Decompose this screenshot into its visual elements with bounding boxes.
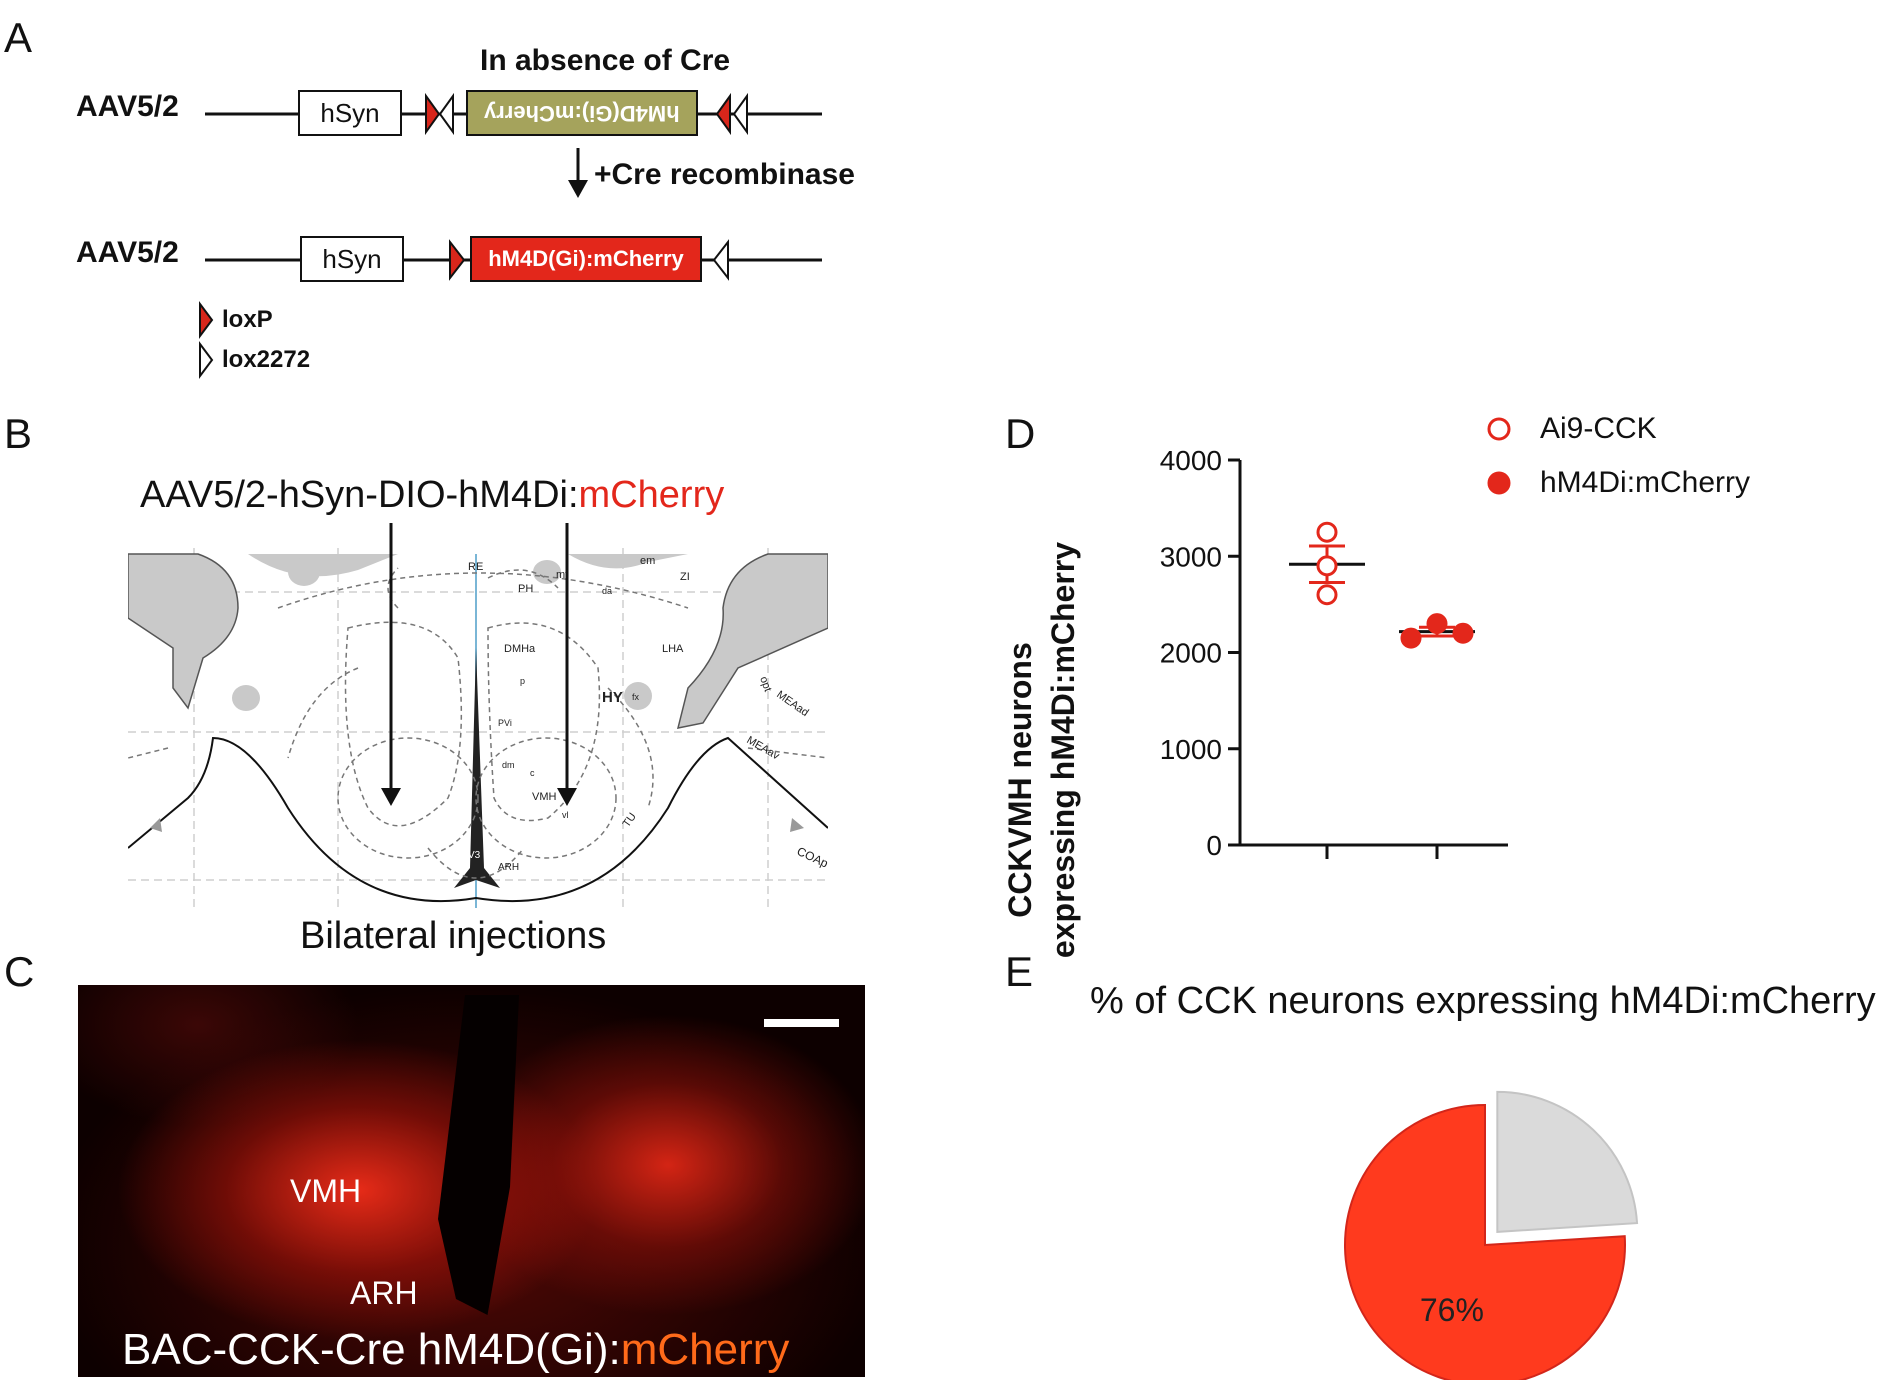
injection-arrows (381, 523, 577, 806)
legend-lox2272-label: lox2272 (222, 346, 311, 373)
atlas-label-dm: dm (502, 760, 515, 770)
data-point (1426, 613, 1448, 635)
legend-item-ai9-cck: Ai9-CCK (1486, 412, 1657, 446)
microscopy-image: VMH ARH BAC-CCK-Cre hM4D(Gi):mCherry (78, 985, 865, 1377)
pie-slice-main (1344, 1103, 1626, 1380)
construct-suffix: mCherry (578, 474, 725, 516)
atlas-label-re: RE (468, 561, 483, 573)
data-point (1316, 584, 1338, 606)
y-tick-label: 2000 (1160, 638, 1222, 669)
promoter-box-bottom: hSyn (300, 236, 404, 282)
construct-prefix: AAV5/2-hSyn-DIO-hM4Di: (140, 474, 579, 516)
legend-label: Ai9-CCK (1540, 412, 1657, 445)
lox2272-icon (712, 239, 729, 281)
atlas-label-vmh: VMH (532, 791, 557, 803)
construct-name: AAV5/2-hSyn-DIO-hM4Di:mCherry (140, 474, 724, 517)
lox2272-legend-icon (199, 341, 214, 379)
region-label-arh: ARH (350, 1275, 418, 1311)
pie-slice-exploded (1496, 1090, 1639, 1233)
scatter-chart: 0 1000 2000 3000 4000 (1160, 445, 1508, 861)
vector-label-top: AAV5/2 (76, 90, 179, 123)
chart-e-title: % of CCK neurons expressing hM4Di:mCherr… (1090, 980, 1876, 1022)
data-point (1452, 622, 1474, 644)
data-point (1400, 627, 1422, 649)
panel-a-title: In absence of Cre (480, 44, 731, 77)
arrow-down-icon (568, 180, 588, 198)
panel-letter-a: A (4, 14, 33, 61)
atlas-label-em: em (640, 555, 655, 567)
image-caption-suffix: mCherry (620, 1325, 790, 1374)
loxp-icon (715, 92, 731, 136)
brain-atlas-diagram: RE em ZI PH mt da DMHa LHA p HY fx opt M… (128, 548, 828, 908)
data-point (1316, 521, 1338, 543)
loxp-legend-icon (199, 301, 214, 339)
data-point (1316, 555, 1338, 577)
atlas-label-da: da (602, 586, 612, 596)
atlas-label-dmha: DMHa (504, 643, 536, 655)
chart-d-ylabel-2: expressing hM4Di:mCherry (1043, 542, 1083, 958)
chart-d-ylabel: CCKVMH neurons (1000, 642, 1040, 918)
inverted-gene-box: hM4D(Gi):mCherry (466, 90, 698, 136)
panel-b-caption: Bilateral injections (300, 915, 607, 957)
atlas-label-lha: LHA (662, 643, 684, 655)
atlas-label-arh: ARH (498, 862, 519, 873)
panel-letter-b: B (4, 410, 33, 457)
atlas-label-mt: mt (556, 569, 568, 581)
atlas-label-hy: HY (602, 689, 623, 706)
image-caption-prefix: BAC-CCK-Cre hM4D(Gi): (122, 1325, 621, 1374)
image-caption: BAC-CCK-Cre hM4D(Gi):mCherry (122, 1325, 789, 1375)
atlas-label-c: c (530, 768, 535, 778)
loxp-icon (449, 239, 466, 281)
atlas-label-v3: V3 (468, 850, 481, 861)
atlas-label-vl: vl (562, 810, 569, 820)
region-label-vmh: VMH (290, 1173, 362, 1209)
y-tick-label: 4000 (1160, 445, 1222, 476)
lox2272-icon (438, 92, 454, 136)
legend-label: hM4Di:mCherry (1540, 466, 1751, 499)
loxp-icon (425, 92, 441, 136)
promoter-box-top: hSyn (298, 90, 402, 136)
open-circle-icon (1487, 417, 1511, 441)
pie-chart: 76% (1344, 1090, 1639, 1380)
gene-box: hM4D(Gi):mCherry (470, 236, 702, 282)
atlas-label-fx: fx (632, 692, 640, 702)
recombinase-label: +Cre recombinase (594, 158, 855, 191)
atlas-label-zi: ZI (680, 571, 690, 583)
y-tick-label: 0 (1206, 830, 1222, 861)
panel-letter-c: C (4, 948, 35, 995)
lox2272-icon (732, 92, 748, 136)
panel-letter-e: E (1005, 948, 1034, 995)
legend-item-hm4di: hM4Di:mCherry (1486, 466, 1750, 500)
arrow-down-icon (381, 788, 401, 806)
atlas-label-p: p (520, 676, 525, 686)
atlas-label-opt: opt (757, 675, 774, 693)
legend-loxp-label: loxP (222, 306, 273, 333)
scale-bar (764, 1019, 839, 1027)
vector-label-bottom: AAV5/2 (76, 236, 179, 269)
y-tick-label: 1000 (1160, 734, 1222, 765)
y-tick-label: 3000 (1160, 541, 1222, 572)
chart-d-ylabel-line1: CCKVMH neurons (1002, 642, 1038, 918)
chart-d-ylabel-line2: expressing hM4Di:mCherry (1045, 541, 1081, 959)
filled-circle-icon (1487, 471, 1511, 495)
panel-letter-d: D (1005, 410, 1036, 457)
pie-slice-label: 76% (1420, 1292, 1484, 1328)
atlas-label-ph: PH (518, 583, 533, 595)
atlas-label-pvi: PVi (498, 718, 512, 728)
arrow-down-icon (557, 788, 577, 806)
